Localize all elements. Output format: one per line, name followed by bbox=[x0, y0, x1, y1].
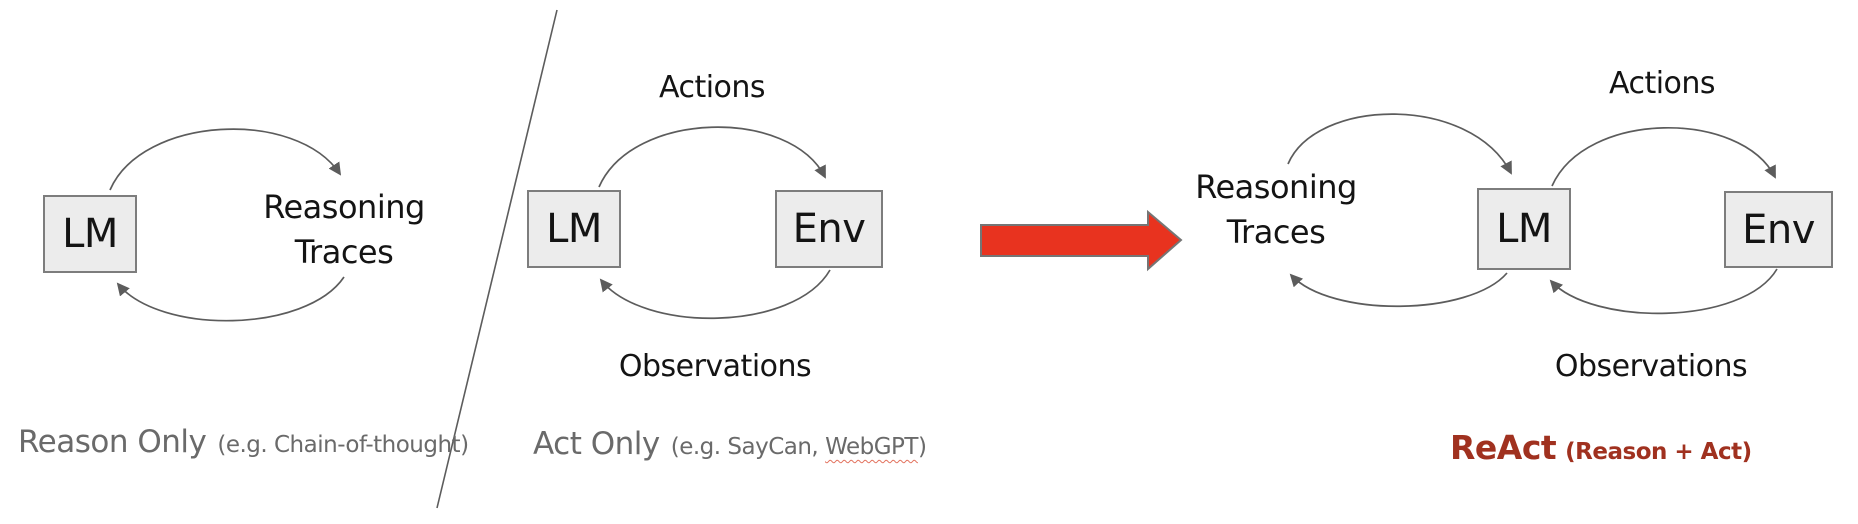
caption-reason-only-title: Reason Only bbox=[18, 424, 207, 460]
lm-box-reason-only: LM bbox=[43, 195, 137, 273]
caption-act-only-note: (e.g. SayCan, WebGPT) bbox=[670, 434, 927, 460]
caption-react-title: ReAct bbox=[1450, 428, 1557, 467]
panel-divider-line bbox=[436, 9, 558, 509]
react-reason-loop-top-arrow bbox=[1287, 113, 1512, 175]
caption-reason-only-note: (e.g. Chain-of-thought) bbox=[217, 432, 469, 458]
actions-arrow bbox=[598, 126, 826, 188]
env-box-label: Env bbox=[792, 206, 866, 252]
caption-react-note: (Reason + Act) bbox=[1565, 439, 1752, 465]
caption-act-only-title: Act Only bbox=[533, 426, 660, 462]
actions-label: Actions bbox=[658, 70, 766, 105]
caption-react: ReAct (Reason + Act) bbox=[1450, 428, 1752, 467]
observations-label: Observations bbox=[618, 349, 812, 384]
react-reason-loop-bottom-arrow bbox=[1289, 272, 1508, 308]
big-red-arrow-icon bbox=[980, 209, 1183, 272]
lm-box-act-only: LM bbox=[527, 190, 621, 268]
env-box-act-only: Env bbox=[775, 190, 883, 268]
lm-box-label: LM bbox=[546, 206, 602, 252]
observations-arrow bbox=[599, 269, 831, 319]
env-box-react: Env bbox=[1724, 191, 1833, 268]
caption-reason-only: Reason Only (e.g. Chain-of-thought) bbox=[18, 424, 469, 460]
lm-box-label: LM bbox=[1496, 206, 1552, 252]
lm-box-react: LM bbox=[1477, 188, 1571, 270]
caption-act-only: Act Only (e.g. SayCan, WebGPT) bbox=[533, 426, 927, 462]
reasoning-traces-label: Reasoning Traces bbox=[263, 188, 425, 271]
react-observations-label: Observations bbox=[1554, 349, 1748, 384]
react-observations-arrow bbox=[1549, 268, 1778, 315]
react-actions-label: Actions bbox=[1608, 66, 1716, 101]
reason-loop-top-arrow bbox=[109, 128, 342, 191]
lm-box-label: LM bbox=[62, 211, 118, 257]
webgpt-misspelled-word: WebGPT bbox=[825, 434, 918, 460]
react-reasoning-traces-label: Reasoning Traces bbox=[1195, 168, 1357, 251]
reason-loop-bottom-arrow bbox=[116, 276, 345, 322]
react-actions-arrow bbox=[1551, 127, 1776, 187]
env-box-label: Env bbox=[1742, 206, 1815, 253]
